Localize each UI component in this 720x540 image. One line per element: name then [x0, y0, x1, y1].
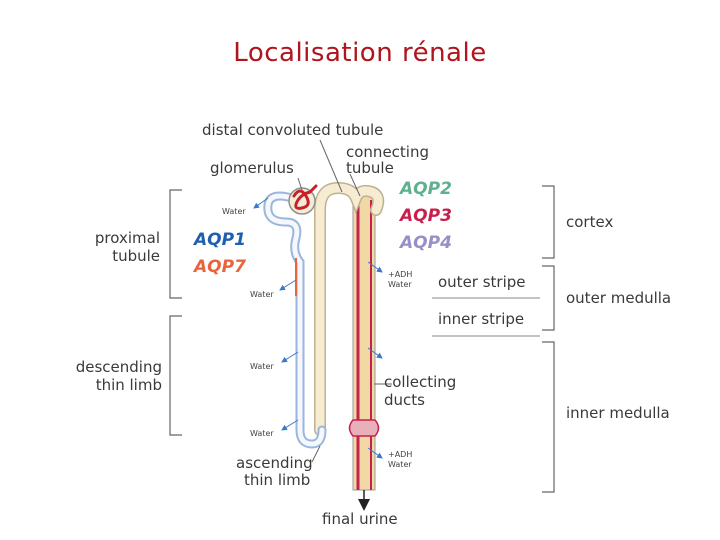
label-aqp4: AQP4 — [398, 233, 452, 253]
label-descending-line1: descending — [76, 358, 162, 376]
label-connecting-line1: connecting — [346, 143, 429, 161]
water-arrow-2 — [279, 279, 297, 291]
adh-label-2-line1: +ADH — [388, 450, 412, 459]
zone-outer-stripe: outer stripe — [438, 273, 526, 291]
label-glomerulus: glomerulus — [210, 159, 294, 177]
cortex-bracket — [542, 185, 555, 259]
page-title: Localisation rénale — [233, 38, 487, 68]
water-arrow-3 — [281, 351, 299, 363]
leader-connecting — [349, 173, 361, 197]
inner-medulla-bracket — [542, 341, 555, 493]
leader-ascending — [311, 445, 321, 463]
label-aqp2: AQP2 — [398, 179, 452, 199]
water-arrow-1 — [253, 197, 269, 209]
adh-arrow-2 — [367, 347, 383, 359]
zone-inner-stripe: inner stripe — [438, 310, 524, 328]
water-label-1: Water — [222, 207, 246, 216]
water-arrow-4 — [281, 419, 299, 431]
label-proximal-line2: tubule — [112, 247, 160, 265]
glomerulus-capillaries — [292, 184, 318, 210]
duct-bulge — [348, 419, 380, 437]
label-aqp3: AQP3 — [398, 206, 452, 226]
label-collecting-line2: ducts — [384, 391, 425, 409]
adh-arrow-1 — [367, 261, 383, 273]
water-label-4: Water — [250, 429, 274, 438]
label-ascending-line1: ascending — [236, 454, 313, 472]
label-connecting-line2: tubule — [346, 159, 394, 177]
label-distal-convoluted-tubule: distal convoluted tubule — [202, 121, 383, 139]
label-aqp7: AQP7 — [192, 257, 246, 277]
descending-bracket — [169, 315, 182, 436]
adh-arrow-3 — [367, 447, 383, 459]
label-aqp1: AQP1 — [192, 230, 246, 250]
adh-label-1-line2: Water — [388, 280, 412, 289]
leader-distal — [319, 139, 343, 193]
adh-label-1-line1: +ADH — [388, 270, 412, 279]
zone-outer-medulla: outer medulla — [566, 289, 671, 307]
water-label-2: Water — [250, 290, 274, 299]
connecting-tubule-inner — [315, 183, 383, 435]
water-label-3: Water — [250, 362, 274, 371]
proximal-tubule-inner — [265, 193, 325, 447]
adh-label-2-line2: Water — [388, 460, 412, 469]
label-descending-line2: thin limb — [96, 376, 162, 394]
label-ascending-line2: thin limb — [244, 471, 310, 489]
label-final-urine: final urine — [322, 510, 398, 528]
label-proximal-line1: proximal — [95, 229, 160, 247]
zone-cortex: cortex — [566, 213, 613, 231]
outer-medulla-bracket — [542, 265, 555, 331]
proximal-bracket — [169, 189, 182, 299]
leader-glomerulus — [297, 177, 303, 191]
label-collecting-line1: collecting — [384, 373, 456, 391]
zone-inner-medulla: inner medulla — [566, 404, 670, 422]
